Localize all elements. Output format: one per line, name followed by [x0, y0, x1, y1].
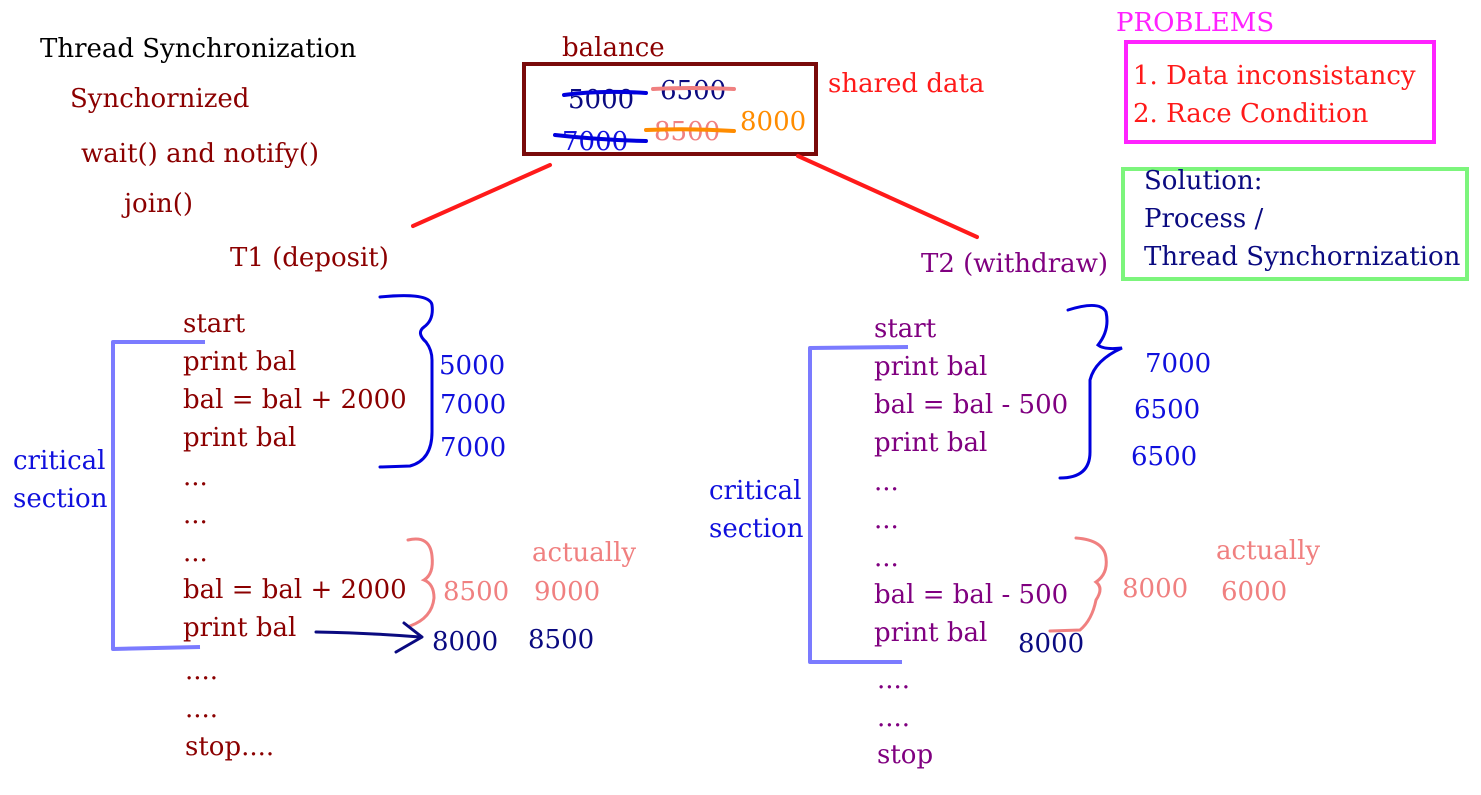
- t1-line: ...: [183, 500, 208, 530]
- t1-value: 8500: [443, 577, 510, 607]
- connector-t1: [411, 163, 552, 228]
- t1-brace-salmon: [406, 537, 436, 628]
- balance-value-7000: 7000: [562, 127, 629, 157]
- t1-critical-label-1: critical: [13, 446, 106, 476]
- problem-item-1: 1. Data inconsistancy: [1133, 61, 1416, 91]
- t1-line: ....: [185, 656, 219, 686]
- t2-title: T2 (withdraw): [921, 249, 1109, 279]
- solution-box: [1121, 167, 1469, 281]
- t1-value: 5000: [439, 351, 506, 381]
- t2-line: bal = bal - 500: [874, 390, 1069, 420]
- t2-value: 6000: [1221, 577, 1288, 607]
- t1-critical-label-2: section: [13, 484, 108, 514]
- problems-title: PROBLEMS: [1116, 8, 1275, 38]
- t1-line: print bal: [183, 613, 297, 643]
- balance-label: balance: [562, 33, 665, 63]
- balance-value-6500: 6500: [660, 76, 727, 106]
- t2-value: 8000: [1018, 629, 1085, 659]
- balance-value-8500: 8500: [654, 117, 721, 147]
- problems-box: [1124, 40, 1436, 144]
- t2-line: start: [874, 314, 937, 344]
- balance-value-8000: 8000: [740, 107, 807, 137]
- t2-line: print bal: [874, 352, 988, 382]
- synchronized-keyword: Synchornized: [70, 84, 250, 114]
- t2-line: print bal: [874, 428, 988, 458]
- t1-value: 7000: [440, 433, 507, 463]
- t1-value: 8500: [528, 625, 595, 655]
- problem-item-2: 2. Race Condition: [1133, 99, 1369, 129]
- solution-line-2: Process /: [1144, 204, 1264, 234]
- t1-value: 8000: [432, 627, 499, 657]
- t2-value: 7000: [1145, 349, 1212, 379]
- t2-line: ...: [874, 467, 899, 497]
- t2-line: ....: [877, 665, 911, 695]
- t2-value: 6500: [1134, 395, 1201, 425]
- t2-brace-blue: [1058, 304, 1123, 480]
- t2-actually-label: actually: [1216, 536, 1321, 566]
- solution-line-3: Thread Synchornization: [1144, 242, 1461, 272]
- t2-value: 6500: [1131, 442, 1198, 472]
- t1-line: bal = bal + 2000: [183, 385, 407, 415]
- t1-line: ...: [183, 462, 208, 492]
- t1-arrow: [314, 630, 422, 639]
- t1-brace-blue: [378, 294, 434, 469]
- t2-critical-label-2: section: [709, 514, 804, 544]
- t2-critical-label-1: critical: [709, 476, 802, 506]
- page-title: Thread Synchronization: [40, 34, 357, 64]
- t1-line: stop....: [185, 732, 275, 762]
- connector-t2: [796, 154, 979, 239]
- t2-line: print bal: [874, 618, 988, 648]
- shared-data-label: shared data: [828, 69, 985, 99]
- balance-box: [522, 62, 818, 156]
- t1-title: T1 (deposit): [230, 243, 389, 273]
- t1-arrowhead: [394, 621, 424, 654]
- wait-notify-text: wait() and notify(): [81, 139, 319, 169]
- t1-value: 7000: [440, 390, 507, 420]
- t1-line: ...: [183, 538, 208, 568]
- t1-line: ....: [185, 694, 219, 724]
- t2-line: ....: [877, 703, 911, 733]
- t1-line: print bal: [183, 423, 297, 453]
- t2-line: ...: [874, 543, 899, 573]
- t1-line: bal = bal + 2000: [183, 575, 407, 605]
- t1-line: start: [183, 309, 246, 339]
- t1-value: 9000: [534, 577, 601, 607]
- t2-line: ...: [874, 505, 899, 535]
- t2-value: 8000: [1122, 574, 1189, 604]
- t2-line: stop: [877, 740, 934, 770]
- t1-actually-label: actually: [532, 538, 637, 568]
- t1-line: print bal: [183, 347, 297, 377]
- solution-line-1: Solution:: [1144, 166, 1263, 196]
- balance-value-5000: 5000: [568, 85, 635, 115]
- t2-line: bal = bal - 500: [874, 580, 1069, 610]
- join-text: join(): [124, 189, 194, 219]
